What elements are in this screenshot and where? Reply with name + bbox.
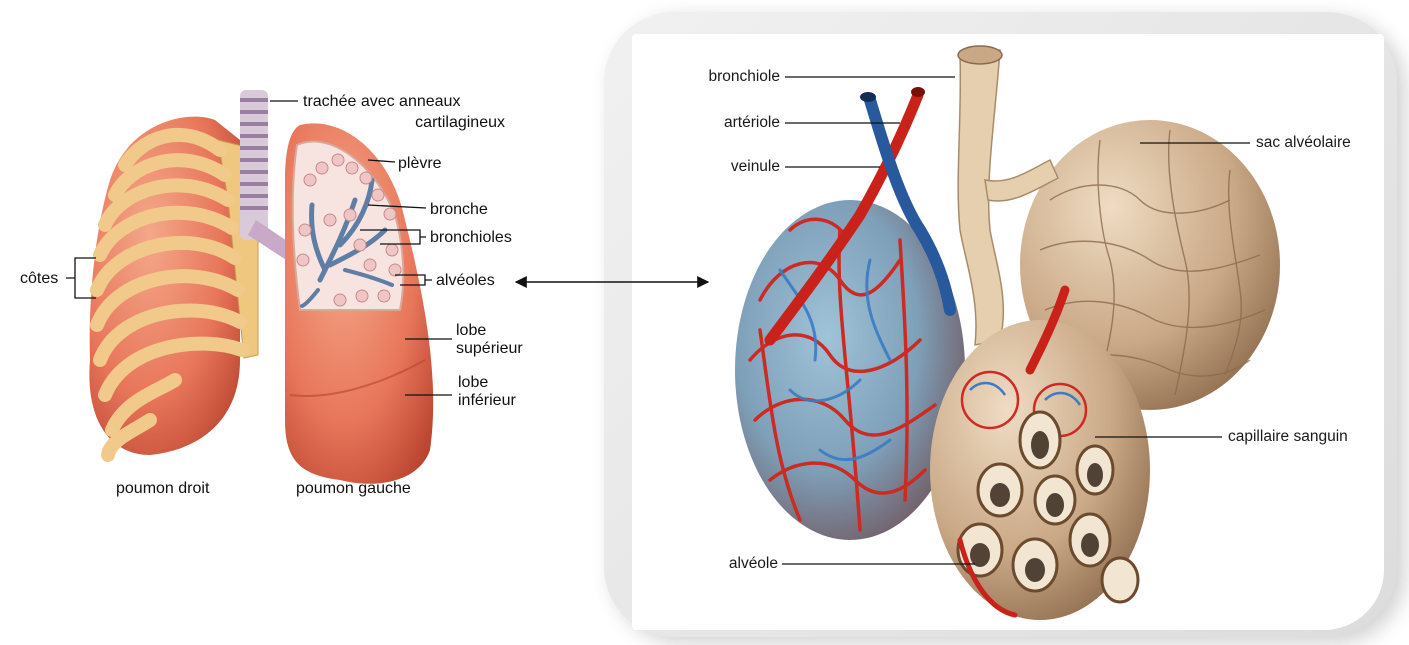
label-pleura: plèvre — [398, 155, 442, 173]
label-upper-lobe: lobe — [456, 322, 486, 340]
label-capillary: capillaire sanguin — [1228, 428, 1348, 446]
bronchiole-opening — [958, 46, 1002, 64]
lungs-illustration — [66, 90, 452, 484]
venule-opening — [860, 92, 876, 102]
label-lower-lobe-line2: inférieur — [458, 392, 516, 410]
label-alveolus: alvéole — [640, 555, 778, 573]
label-lower-lobe: lobe — [458, 374, 488, 392]
label-venule: veinule — [640, 158, 780, 176]
label-alveoli: alvéoles — [436, 272, 495, 290]
label-arteriole: artériole — [640, 114, 780, 132]
label-ribs: côtes — [20, 270, 58, 288]
label-trachea: trachée avec anneaux — [303, 93, 460, 111]
label-right-lung: poumon droit — [116, 480, 209, 498]
label-alveolar-sac: sac alvéolaire — [1256, 134, 1351, 152]
label-upper-lobe-line2: supérieur — [456, 340, 523, 358]
alveoli-illustration — [735, 46, 1280, 620]
label-bronchus: bronche — [430, 201, 488, 219]
label-bronchioles: bronchioles — [430, 229, 512, 247]
label-trachea-line2: cartilagineux — [365, 114, 505, 132]
label-bronchiole: bronchiole — [640, 68, 780, 86]
label-left-lung: poumon gauche — [296, 480, 411, 498]
arteriole-opening — [911, 87, 925, 97]
